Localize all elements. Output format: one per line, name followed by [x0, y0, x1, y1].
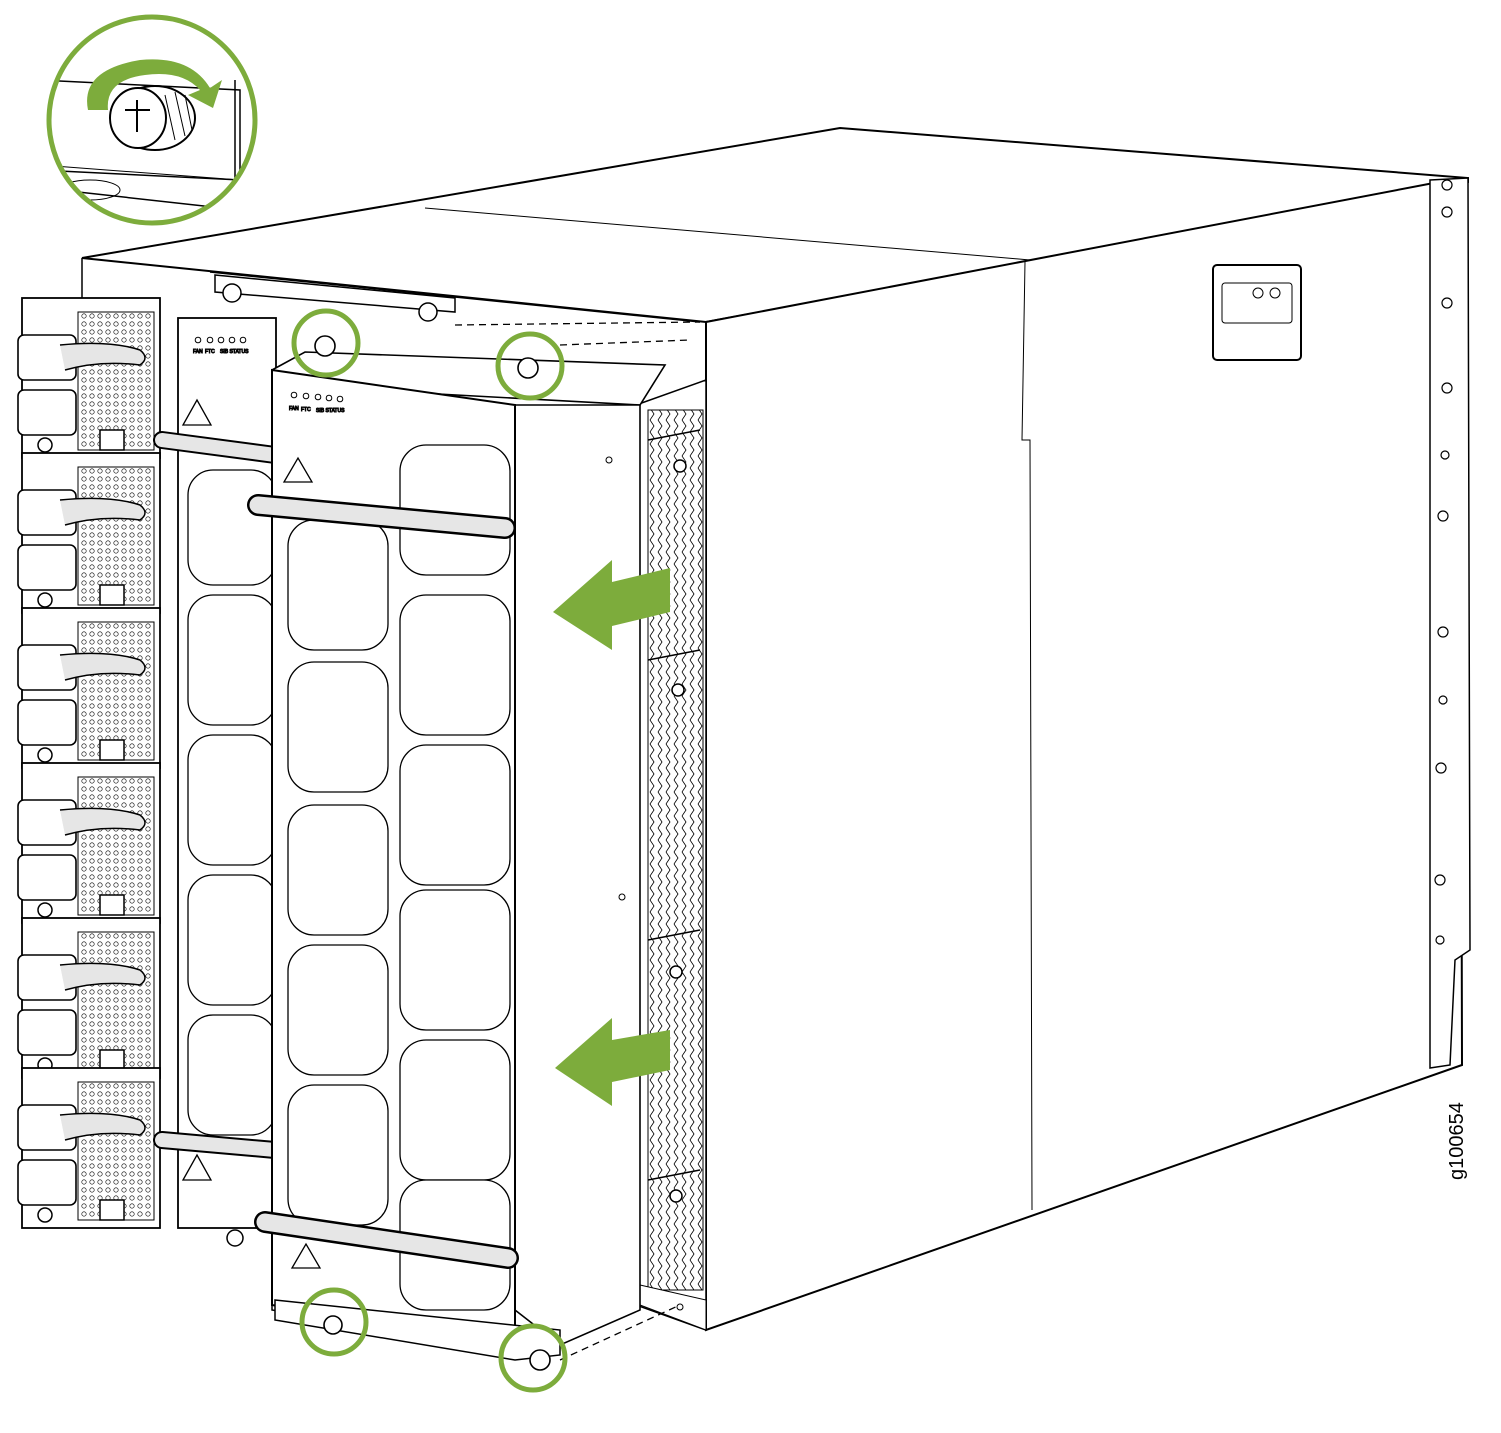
- power-supply-2: [17, 452, 161, 614]
- highlight-bottom-left-screw: [299, 1287, 369, 1357]
- rear-fan-tray: FAN FTC SIB STATUS: [153, 274, 456, 1247]
- remove-direction-arrow-icon: [553, 560, 670, 1106]
- rear-led-label-fan: FAN: [193, 349, 203, 355]
- captive-screw-icon: [226, 1229, 244, 1247]
- captive-screw-icon: [109, 85, 196, 151]
- captive-screw-icon: [314, 335, 336, 357]
- captive-screw-icon: [529, 1349, 551, 1371]
- captive-screw-icon: [222, 283, 242, 303]
- alignment-guides: [454, 321, 701, 1361]
- power-supply-5: [17, 917, 161, 1079]
- captive-screw-icon: [323, 1315, 343, 1335]
- removal-arrow-lower: [555, 1018, 670, 1106]
- captive-screw-icon: [418, 302, 438, 322]
- detail-inset: [46, 14, 258, 226]
- front-fan-tray-side: [514, 404, 641, 1346]
- hot-surface-warning-icon: [282, 456, 322, 1269]
- rear-led-row: [194, 336, 247, 344]
- highlight-bottom-right-screw: [498, 1323, 568, 1393]
- power-supply-6: [17, 1067, 161, 1229]
- power-supply-4: [17, 762, 161, 924]
- front-led-label-sib-status: SIB STATUS: [316, 408, 345, 414]
- front-led-label-ftc: FTC: [301, 407, 311, 413]
- rotate-arrow-icon: [87, 59, 222, 110]
- screw-highlight-circles: [291, 308, 568, 1393]
- chassis: [81, 126, 1471, 1332]
- interior-bay: [635, 378, 707, 1332]
- hot-surface-warning-icon: [181, 398, 213, 1181]
- removal-arrow-upper: [553, 560, 670, 650]
- power-supply-stack: [17, 297, 161, 1229]
- highlight-top-right-screw: [495, 331, 565, 401]
- highlight-top-left-screw: [291, 308, 361, 378]
- figure-id-label: g100654: [1446, 1102, 1468, 1180]
- rack-ear: [1429, 177, 1471, 1069]
- front-led-row: [290, 391, 344, 403]
- rack-ear-holes: [1434, 179, 1453, 945]
- chassis-side-panel: [705, 176, 1464, 1332]
- power-supply-1: [17, 297, 161, 459]
- rear-led-label-sib-status: SIB STATUS: [220, 349, 249, 355]
- power-supply-3: [17, 607, 161, 769]
- captive-screw-icon: [517, 357, 539, 379]
- rear-led-label-ftc: FTC: [205, 349, 215, 355]
- front-fan-tray: FAN FTC SIB STATUS: [247, 335, 684, 1371]
- front-led-label-fan: FAN: [289, 406, 299, 412]
